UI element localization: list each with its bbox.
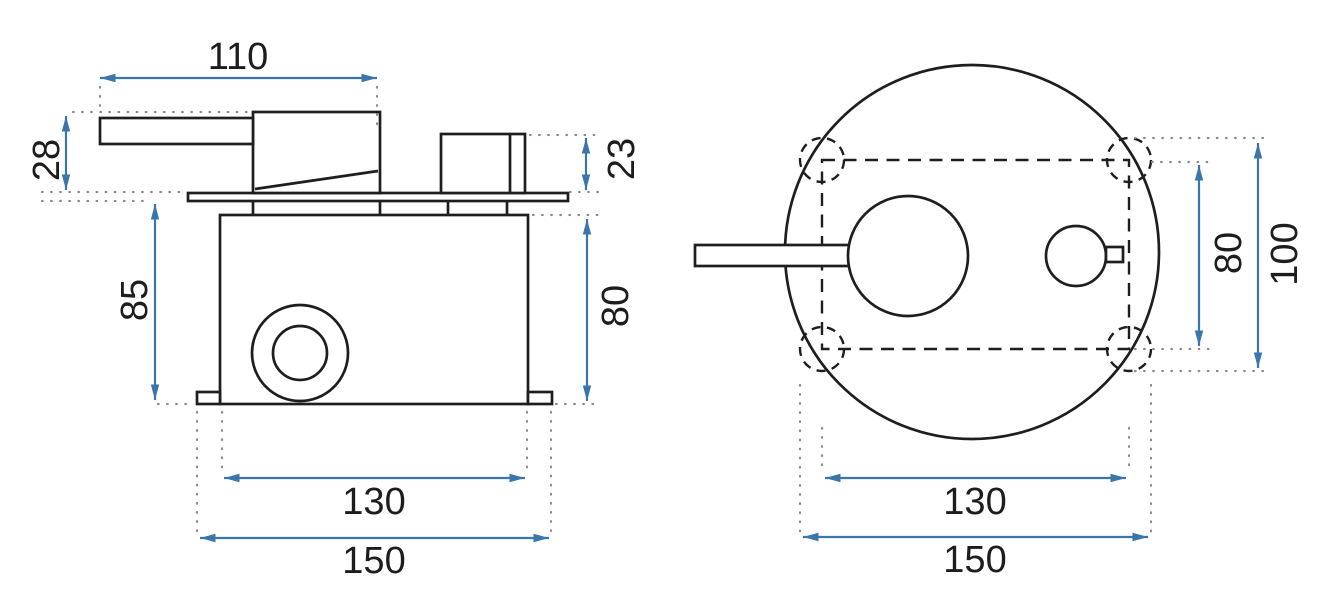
side-necks bbox=[251, 201, 509, 215]
side-view bbox=[98, 110, 570, 406]
front-mixer-circle bbox=[846, 194, 970, 318]
dim-box-width-front: 130 bbox=[825, 473, 1126, 523]
dim-hole-span-horizontal: 150 bbox=[803, 532, 1148, 581]
dim-label: 80 bbox=[595, 285, 637, 327]
front-mounting-hole bbox=[798, 325, 846, 373]
dim-label: 130 bbox=[943, 481, 1006, 523]
dim-lever-length: 110 bbox=[100, 36, 377, 83]
side-outlet-inner-circle bbox=[271, 324, 329, 382]
side-foot-right bbox=[526, 390, 554, 406]
dim-box-height-front: 80 bbox=[1194, 165, 1250, 346]
side-lever-handle bbox=[98, 116, 255, 146]
dim-lever-drop: 28 bbox=[26, 116, 71, 190]
front-mounting-hole bbox=[1105, 325, 1153, 373]
dim-label: 130 bbox=[342, 481, 405, 523]
dim-label: 150 bbox=[943, 539, 1006, 581]
side-lever-base-slant-line bbox=[254, 169, 379, 191]
side-extension-lines bbox=[40, 85, 602, 534]
side-foot-left bbox=[195, 390, 222, 406]
side-diverter-knob bbox=[439, 132, 527, 195]
dim-body-width: 130 bbox=[224, 473, 525, 523]
dim-label: 23 bbox=[601, 138, 643, 180]
front-extension-lines bbox=[798, 136, 1272, 534]
front-diverter-knob-circle bbox=[1044, 224, 1108, 288]
front-hidden-box bbox=[820, 158, 1131, 351]
dim-label: 150 bbox=[342, 540, 405, 582]
dim-label: 28 bbox=[26, 139, 68, 181]
dim-label: 80 bbox=[1208, 232, 1250, 274]
dim-label: 100 bbox=[1264, 222, 1306, 285]
dim-label: 85 bbox=[114, 279, 156, 321]
dim-hole-span-vertical: 100 bbox=[1253, 143, 1306, 368]
front-mounting-hole bbox=[1105, 136, 1153, 184]
dim-label: 110 bbox=[208, 36, 269, 78]
dim-knob-height: 23 bbox=[581, 138, 643, 190]
dim-overall-width: 150 bbox=[200, 533, 549, 582]
front-diverter-tab bbox=[1104, 245, 1125, 264]
front-mounting-hole bbox=[798, 136, 846, 184]
front-dimensions: 80 100 130 150 bbox=[803, 143, 1306, 581]
dim-body-height-side: 80 bbox=[582, 219, 637, 401]
dim-body-depth: 85 bbox=[114, 204, 160, 400]
side-dimensions: 110 28 23 85 80 130 bbox=[26, 36, 643, 582]
front-view bbox=[693, 63, 1161, 441]
